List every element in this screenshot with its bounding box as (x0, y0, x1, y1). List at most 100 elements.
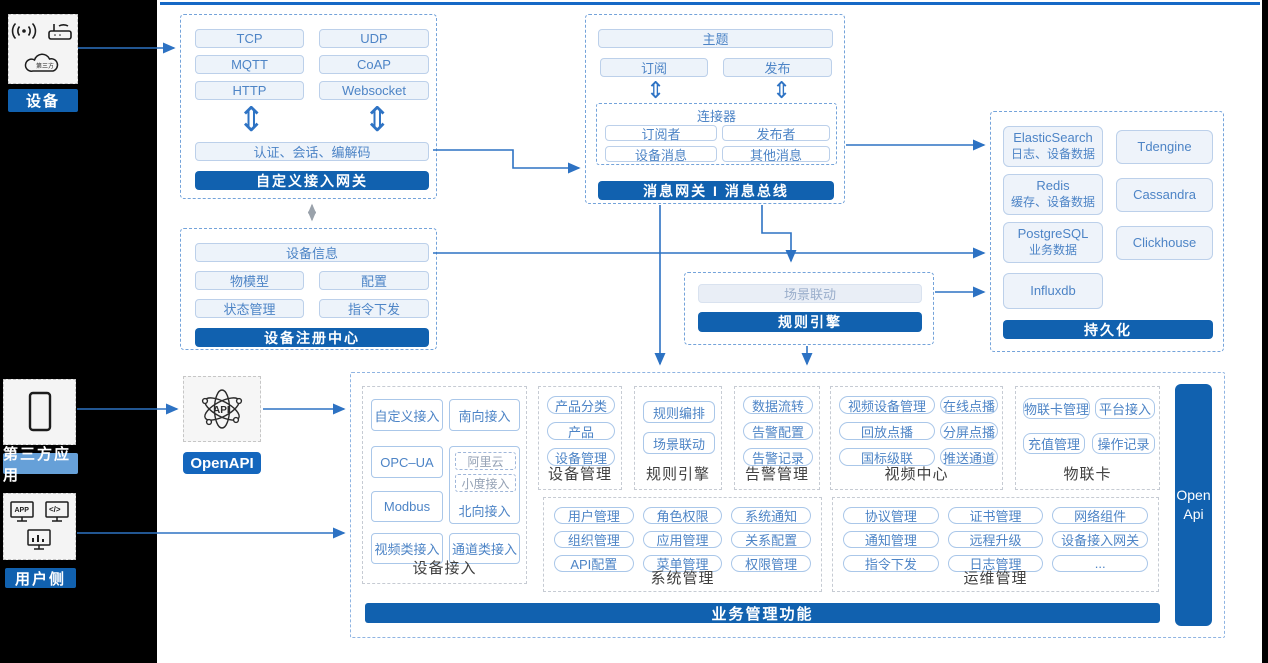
recharge-mgmt-box: 充值管理 (1023, 433, 1085, 454)
relation-config-pill: 关系配置 (731, 531, 812, 548)
push-channel-pill: 推送通道 (940, 448, 998, 466)
section-system-mgmt: 用户管理 角色权限 系统通知 组织管理 应用管理 关系配置 API配置 菜单管理… (543, 497, 822, 592)
protocol-http: HTTP (195, 81, 304, 100)
scene-linkage-item-box: 场景联动 (643, 432, 715, 454)
section-video-center: 视频设备管理 在线点播 回放点播 分屏点播 国标级联 推送通道 视频中心 (830, 386, 1003, 490)
auth-session-codec-box: 认证、会话、编解码 (195, 142, 429, 161)
gb-cascade-pill: 国标级联 (839, 448, 935, 466)
wireless-icon (11, 22, 37, 40)
topic-box: 主题 (598, 29, 833, 48)
section-label: 运维管理 (963, 570, 1028, 587)
device-group-label: 设备 (8, 89, 78, 112)
cert-mgmt-pill: 证书管理 (947, 507, 1044, 524)
live-play-pill: 在线点播 (940, 396, 998, 414)
subscriber-box: 订阅者 (605, 125, 717, 142)
top-border-line (160, 2, 1260, 5)
api-glyph: API (213, 405, 230, 416)
double-arrow-icon: ⇕ (237, 100, 266, 140)
section-iot-card: 物联卡管理 平台接入 充值管理 操作记录 物联卡 (1015, 386, 1160, 490)
split-screen-pill: 分屏点播 (940, 422, 998, 440)
section-label: 物联卡 (1063, 466, 1112, 483)
section-label: 视频中心 (884, 466, 949, 483)
api-atom-icon: API (201, 389, 243, 429)
custom-gateway-title: 自定义接入网关 (195, 171, 429, 190)
operation-record-box: 操作记录 (1092, 433, 1155, 454)
cloud-label: 第三方 (36, 62, 54, 70)
business-functions-bar: 业务管理功能 (365, 603, 1160, 623)
user-side-label: 用户侧 (5, 568, 76, 588)
channel-access-box: 通道类接入 (449, 533, 520, 564)
db-cassandra: Cassandra (1116, 178, 1213, 212)
network-component-pill: 网络组件 (1052, 507, 1149, 524)
section-device-access: 自定义接入 OPC–UA Modbus 视频类接入 南向接入 阿里云 小度接入 … (362, 386, 527, 584)
southbound-access-box: 南向接入 (449, 399, 520, 431)
protocol-mgmt-pill: 协议管理 (843, 507, 939, 524)
product-category-pill: 产品分类 (547, 396, 615, 414)
db-elasticsearch: ElasticSearch 日志、设备数据 (1003, 126, 1103, 167)
section-label: 设备接入 (412, 560, 477, 577)
permission-mgmt-pill: 权限管理 (731, 555, 812, 572)
platform-access-box: 平台接入 (1095, 398, 1155, 419)
command-dispatch-pill: 指令下发 (843, 555, 939, 572)
db-tdengine: Tdengine (1116, 130, 1213, 164)
menu-mgmt-pill: 菜单管理 (642, 555, 723, 572)
more-pill: ... (1052, 555, 1149, 572)
phone-icon (28, 391, 51, 432)
device-icons: 第三方 (11, 22, 72, 72)
section-rule-engine: 规则编排 场景联动 规则引擎 (634, 386, 722, 490)
message-bus-container: 主题 订阅 发布 ⇕ ⇕ 连接器 订阅者 发布者 设备消息 其他消息 消息网关 … (585, 14, 845, 204)
persistence-title: 持久化 (1003, 320, 1213, 339)
device-mgmt-pill: 设备管理 (547, 448, 615, 466)
connector-container: 连接器 订阅者 发布者 设备消息 其他消息 (596, 103, 837, 165)
user-side-icons: APP </> (9, 500, 69, 550)
alarm-record-pill: 告警记录 (743, 448, 813, 466)
user-mgmt-pill: 用户管理 (554, 507, 634, 524)
db-desc: 日志、设备数据 (1010, 147, 1095, 162)
user-side-icons-box: APP </> (3, 493, 76, 560)
thing-model-box: 物模型 (195, 271, 304, 290)
db-redis: Redis 缓存、设备数据 (1003, 174, 1103, 215)
open-api-vertical-bar: Open Api (1175, 384, 1212, 626)
persistence-container: ElasticSearch 日志、设备数据 Tdengine Redis 缓存、… (990, 111, 1224, 352)
app-monitor-icon: APP (9, 500, 34, 522)
db-name: PostgreSQL (1017, 226, 1089, 242)
third-party-icons-box (3, 379, 76, 445)
db-name: Cassandra (1133, 186, 1196, 202)
playback-pill: 回放点播 (839, 422, 935, 440)
db-postgresql: PostgreSQL 业务数据 (1003, 222, 1103, 263)
device-message-box: 设备消息 (605, 146, 717, 163)
db-name: Clickhouse (1132, 234, 1197, 250)
section-alarm-mgmt: 数据流转 告警配置 告警记录 告警管理 (734, 386, 820, 490)
code-glyph: </> (49, 505, 61, 514)
video-access-box: 视频类接入 (371, 533, 443, 564)
custom-access-box: 自定义接入 (371, 399, 443, 431)
section-label: 系统管理 (650, 570, 715, 587)
double-arrow-icon: ⇕ (772, 78, 792, 104)
db-desc: 缓存、设备数据 (1010, 195, 1095, 210)
device-info-box: 设备信息 (195, 243, 429, 262)
command-dispatch-box: 指令下发 (319, 299, 429, 318)
aliyun-box: 阿里云 (455, 452, 516, 470)
section-device-mgmt: 产品分类 产品 设备管理 设备管理 (538, 386, 622, 490)
status-mgmt-box: 状态管理 (195, 299, 304, 318)
protocol-mqtt: MQTT (195, 55, 304, 74)
alarm-config-pill: 告警配置 (743, 422, 813, 440)
third-party-label: 第三方应用 (3, 446, 78, 484)
protocol-websocket: Websocket (319, 81, 429, 100)
scene-linkage-box: 场景联动 (698, 284, 922, 303)
db-influxdb: Influxdb (1003, 273, 1103, 309)
db-desc: 业务数据 (1028, 243, 1077, 258)
section-label: 规则引擎 (645, 466, 710, 483)
subscribe-box: 订阅 (600, 58, 708, 77)
code-monitor-icon: </> (44, 500, 69, 522)
db-name: ElasticSearch (1013, 130, 1093, 146)
iot-card-mgmt-box: 物联卡管理 (1023, 398, 1090, 419)
config-box: 配置 (319, 271, 429, 290)
app-glyph: APP (14, 507, 29, 514)
double-arrow-icon: ⇕ (363, 100, 392, 140)
db-name: Tdengine (1137, 138, 1192, 154)
publish-box: 发布 (723, 58, 832, 77)
rule-engine-container: 场景联动 规则引擎 (684, 272, 934, 345)
section-label: 设备管理 (547, 466, 612, 483)
